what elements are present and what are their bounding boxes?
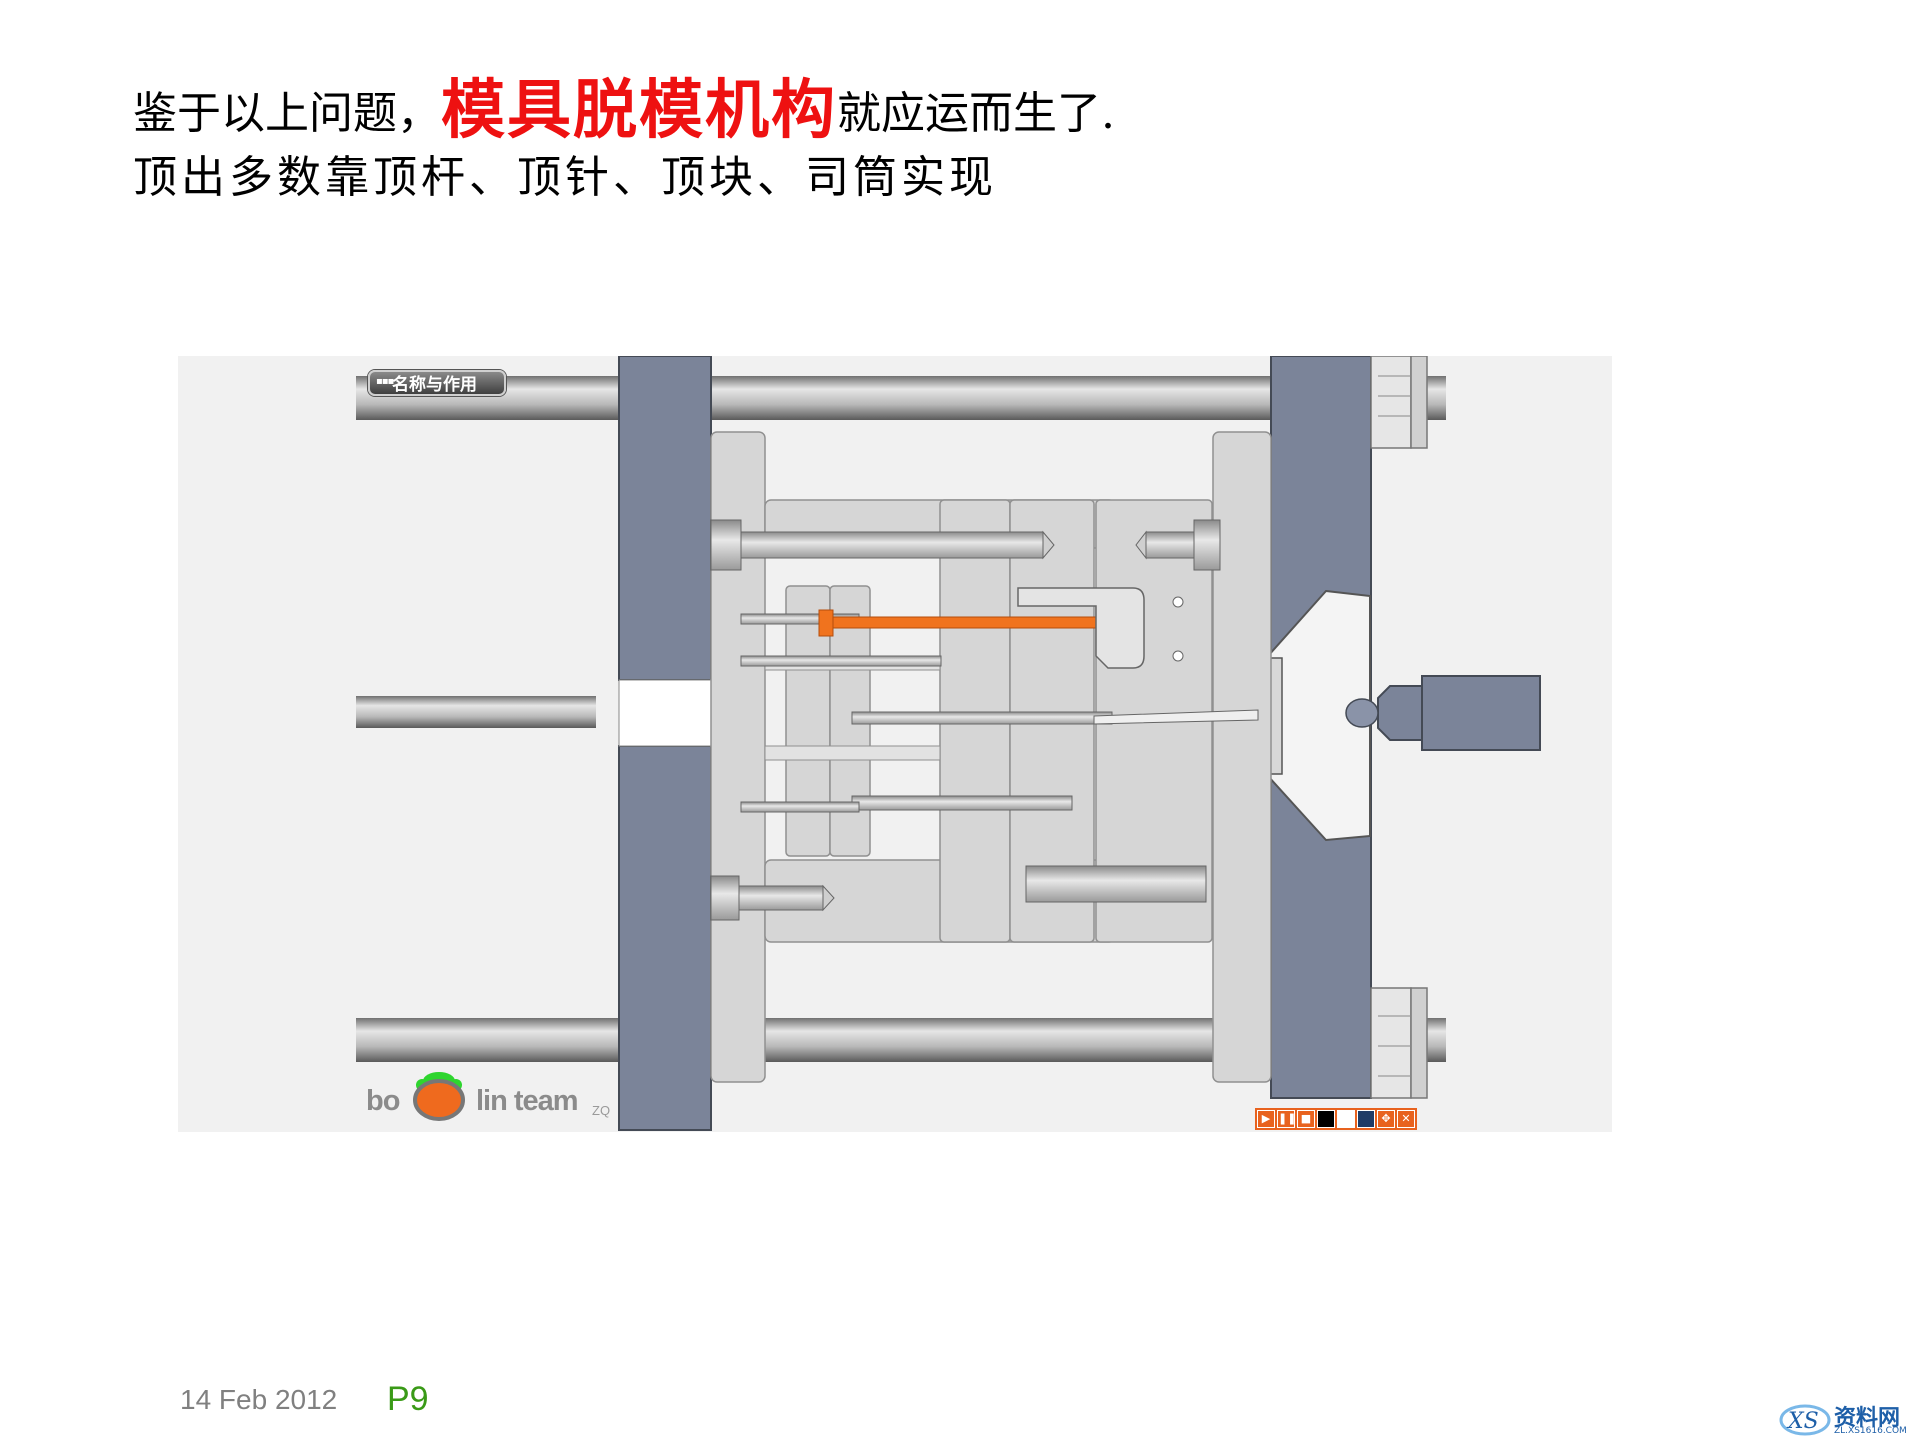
tie-rod-top [356, 376, 1446, 420]
site-watermark: XS 资料网 ZL.XS1616.COM [1778, 1398, 1918, 1440]
footer-date: 14 Feb 2012 [180, 1384, 338, 1415]
watermark-logo-icon: XS [1779, 1404, 1831, 1436]
logo-text-right: lin team [476, 1085, 579, 1117]
heading-suffix: 就应运而生了. [837, 88, 1115, 139]
logo-mascot-icon [413, 1072, 465, 1121]
core-pin-bottom [1025, 865, 1207, 903]
heading-prefix: 鉴于以上问题， [133, 88, 441, 139]
ejector-pin-4 [851, 795, 1073, 811]
play-icon: ▶ [1261, 1112, 1271, 1125]
pause-icon: ❚❚ [1278, 1112, 1297, 1125]
color-navy-button[interactable] [1357, 1110, 1375, 1128]
name-and-function-label: 名称与作用 [392, 375, 477, 395]
close-button[interactable]: ✕ [1397, 1110, 1415, 1128]
sprue-bolt-top-tip [1135, 530, 1147, 560]
guide-bolt-top [710, 519, 742, 571]
heading-highlight: 模具脱模机构 [441, 73, 837, 148]
stop-button[interactable]: ■ [1297, 1110, 1315, 1128]
footer-page-number: P9 [387, 1380, 429, 1418]
ejector-pin-2 [740, 655, 942, 667]
mold-diagram [356, 356, 1541, 1131]
guide-pin-top [740, 531, 1044, 559]
pause-button[interactable]: ❚❚ [1277, 1110, 1297, 1128]
return-pin-bottom [738, 885, 824, 911]
close-icon: ✕ [1401, 1112, 1411, 1125]
guide-bolt-top-head [1193, 519, 1221, 571]
color-black-button[interactable] [1317, 1110, 1335, 1128]
animation-player-controls: ▶ ❚❚■ ✥ ✕ [1255, 1108, 1417, 1130]
watermark-sub: ZL.XS1616.COM [1834, 1426, 1907, 1436]
clamp-hardware-bottom [1370, 987, 1428, 1099]
bolin-team-logo: bo lin team ZQ [366, 1061, 626, 1131]
cavity-hole-2 [1172, 650, 1184, 662]
injection-barrel [1421, 675, 1541, 751]
move-icon: ✥ [1381, 1112, 1391, 1125]
svg-text:XS: XS [1786, 1409, 1819, 1434]
top-clamp-plate [1212, 431, 1272, 1083]
return-pin-bottom-tip [822, 884, 835, 912]
color-white-button[interactable] [1337, 1110, 1355, 1128]
guide-rail-lower [764, 745, 941, 761]
logo-suffix: ZQ [592, 1103, 611, 1118]
watermark-text: 资料网 [1834, 1406, 1901, 1431]
moving-platen-lower [618, 745, 712, 1131]
logo-text-left: bo [366, 1085, 400, 1117]
menu-dots-icon: ▪▪▪ [376, 376, 394, 387]
ejector-pin-5 [740, 801, 860, 813]
moving-platen-upper [618, 356, 712, 681]
heading-line-2: 顶出多数靠顶杆、顶针、顶块、司筒实现 [133, 152, 997, 203]
sprue [1093, 709, 1259, 725]
cavity-hole-1 [1172, 596, 1184, 608]
nozzle-point [1345, 698, 1379, 728]
part-cavity [1017, 587, 1145, 669]
move-button[interactable]: ✥ [1377, 1110, 1395, 1128]
platen-opening [618, 679, 712, 747]
ejector-pin-3 [851, 711, 1113, 725]
stop-icon: ■ [1300, 1112, 1312, 1125]
highlighted-ejector-rod [832, 616, 1132, 629]
clamp-hardware-top [1370, 356, 1428, 449]
mold-animation-stage[interactable]: ▪▪▪ 名称与作用 bo lin team ZQ ▶ ❚❚■ ✥ ✕ [178, 356, 1612, 1132]
nozzle-tip [1377, 685, 1423, 741]
ejector-rod [356, 696, 596, 728]
play-button[interactable]: ▶ [1257, 1110, 1275, 1128]
name-and-function-button[interactable]: ▪▪▪ 名称与作用 [368, 370, 506, 396]
return-bolt-bottom [710, 875, 740, 921]
heading-line-1: 鉴于以上问题，模具脱模机构就应运而生了. [133, 76, 1115, 149]
guide-pin-top-tip [1042, 530, 1055, 560]
highlighted-ejector-head [818, 609, 834, 637]
